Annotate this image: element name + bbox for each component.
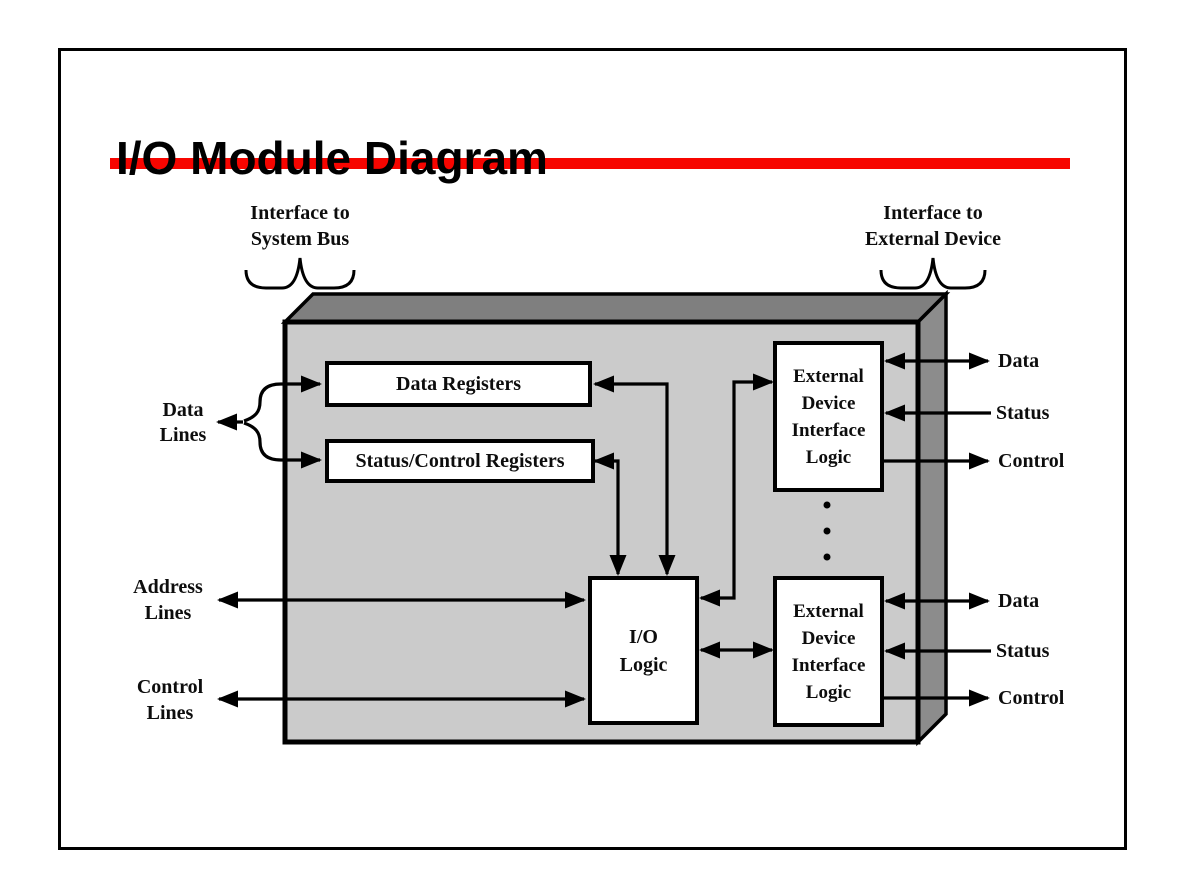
status-control-registers-label: Status/Control Registers (355, 449, 565, 472)
device-bottom-data-label: Data (998, 590, 1040, 612)
device-top-status-label: Status (996, 402, 1050, 424)
data-lines-fork-upper (243, 375, 322, 423)
interface-external-device-label: Interface to External Device (864, 202, 1002, 250)
status-registers-io-logic-connector (593, 452, 627, 576)
external-device-interface-top-label: External Device Interface Logic (791, 365, 866, 468)
module-top-face (280, 292, 951, 324)
io-logic-label: I/O Logic (619, 625, 668, 676)
device-top-data-label: Data (998, 350, 1040, 372)
device-bottom-control-label: Control (998, 687, 1065, 709)
data-lines-fork-lower (243, 421, 322, 469)
external-device-interface-top-box (773, 341, 884, 492)
status-control-registers-box (325, 439, 595, 483)
vertical-ellipsis (823, 501, 831, 561)
io-logic-box (588, 576, 699, 725)
ellipsis-dot (823, 527, 831, 535)
data-registers-io-logic-connector (593, 375, 676, 576)
ellipsis-dot (823, 553, 831, 561)
data-registers-box (325, 361, 592, 407)
data-lines-label: Data Lines (159, 399, 207, 446)
title-underline (110, 158, 1070, 169)
ellipsis-dot (823, 501, 831, 509)
device-bottom-status-label: Status (996, 640, 1050, 662)
external-device-interface-bottom-label: External Device Interface Logic (791, 600, 866, 703)
page-title: I/O Module Diagram (116, 131, 548, 184)
external-device-brace (879, 257, 987, 290)
io-logic-edil-top-connector (699, 373, 774, 607)
interface-system-bus-label: Interface to System Bus (250, 202, 350, 250)
external-device-interface-bottom-box (773, 576, 884, 727)
address-lines-label: Address Lines (133, 576, 203, 624)
device-top-control-label: Control (998, 450, 1065, 472)
system-bus-brace (244, 257, 356, 290)
data-registers-label: Data Registers (396, 372, 521, 395)
control-lines-label: Control Lines (136, 676, 204, 724)
